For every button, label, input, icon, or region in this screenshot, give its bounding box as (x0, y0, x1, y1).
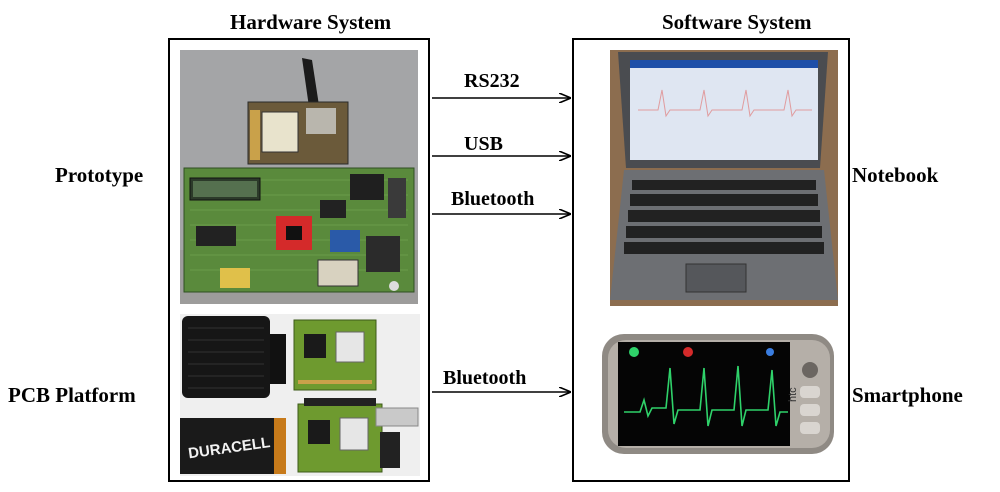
smartphone-label: Smartphone (852, 383, 963, 407)
pcb-platform-photo: DURACELL (180, 314, 420, 476)
smartphone-photo: htc (600, 330, 840, 460)
connection-label-rs232: RS232 (464, 70, 520, 92)
phone-brand-text: htc (787, 387, 799, 402)
connection-label-usb: USB (464, 133, 503, 155)
software-system-box: htc (572, 38, 850, 482)
hardware-system-box: DURACELL (168, 38, 430, 482)
software-system-title: Software System (662, 10, 812, 34)
notebook-photo (610, 50, 838, 306)
connection-label-bluetooth-pcb: Bluetooth (443, 367, 527, 389)
svg-text:htc: htc (787, 387, 799, 402)
connection-label-bluetooth-prototype: Bluetooth (451, 188, 535, 210)
pcb-platform-label: PCB Platform (8, 383, 136, 407)
prototype-label: Prototype (55, 163, 144, 187)
prototype-board-photo (180, 50, 418, 304)
hardware-system-title: Hardware System (230, 10, 392, 34)
notebook-label: Notebook (852, 163, 939, 187)
